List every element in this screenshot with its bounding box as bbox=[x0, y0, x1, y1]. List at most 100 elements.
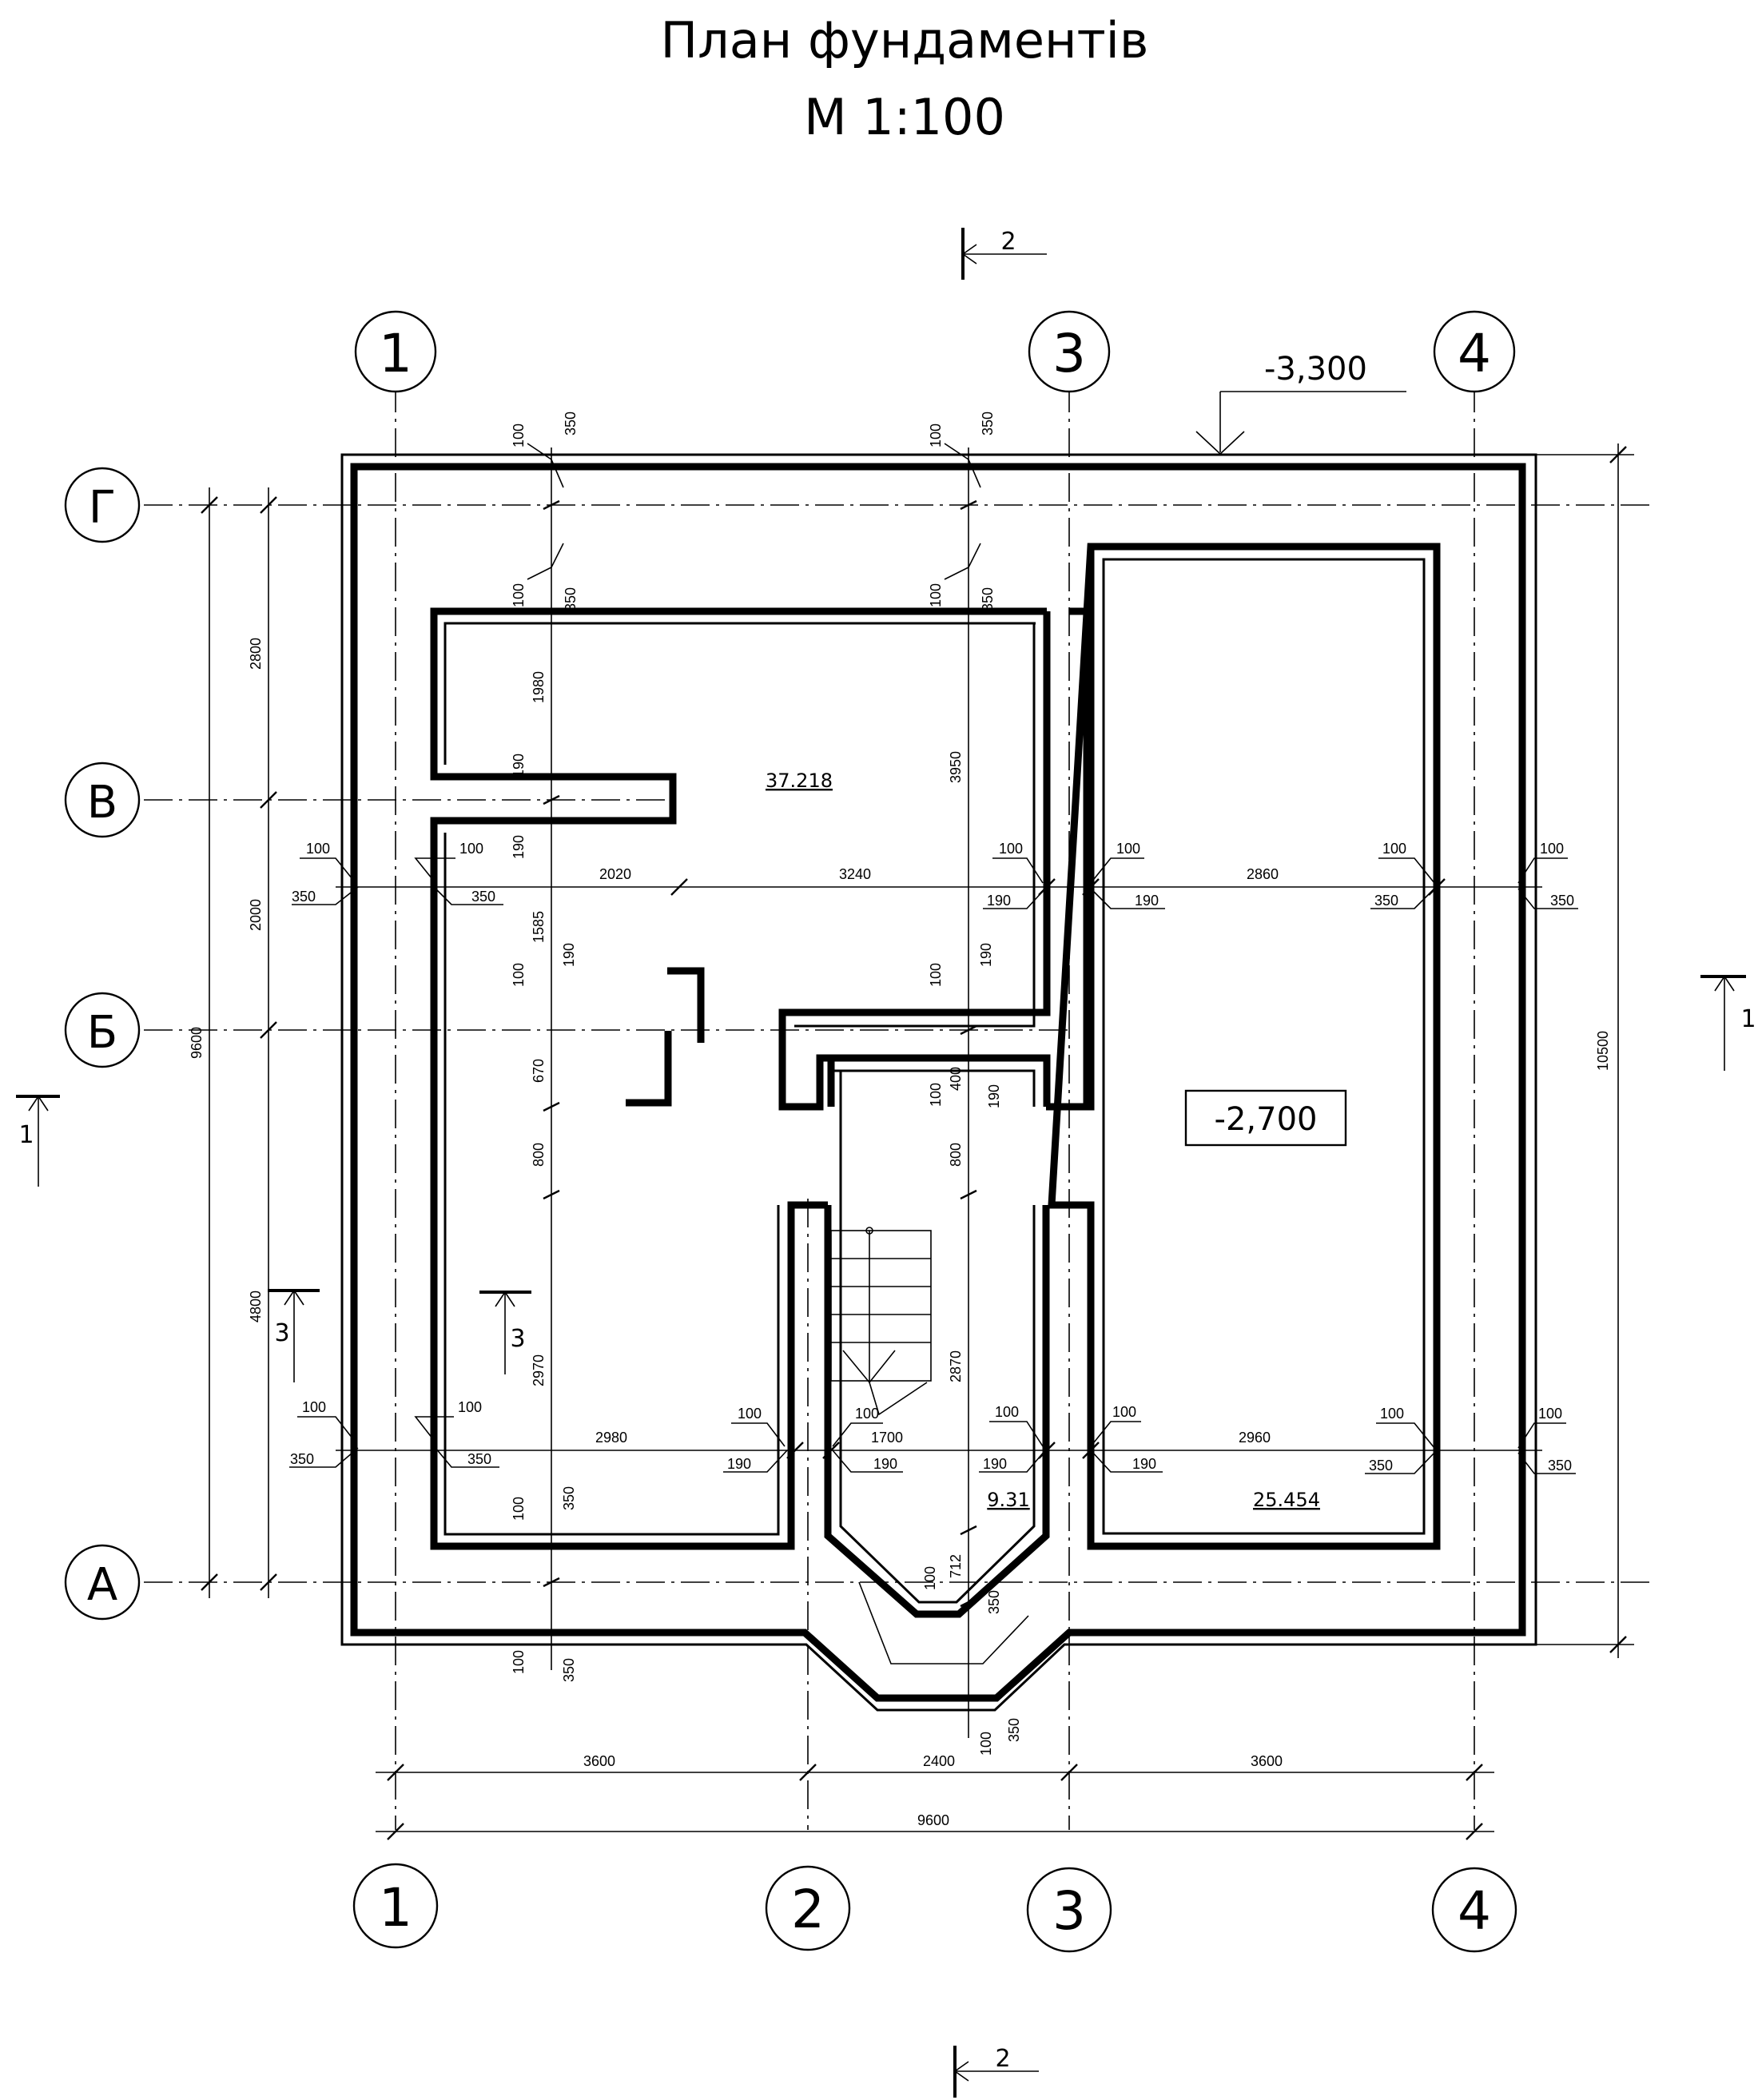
svg-text:350: 350 bbox=[471, 889, 495, 905]
section-corner-mark-top bbox=[667, 967, 705, 1043]
dim-vertical-left-interior: 1980 1585 670 800 2970 bbox=[531, 447, 560, 1670]
svg-text:10500: 10500 bbox=[1595, 1031, 1611, 1071]
svg-text:Г: Г bbox=[89, 482, 116, 534]
wall-thickness-callouts: 100 350 100 350 100 350 100 350 190 190 … bbox=[289, 412, 1578, 1756]
svg-text:2: 2 bbox=[995, 2045, 1010, 2073]
svg-text:350: 350 bbox=[980, 587, 996, 611]
svg-text:2: 2 bbox=[791, 1879, 825, 1940]
svg-text:190: 190 bbox=[986, 1084, 1002, 1108]
svg-text:В: В bbox=[87, 777, 117, 829]
level-mark-top-text: -3,300 bbox=[1264, 351, 1367, 388]
svg-text:3: 3 bbox=[1052, 323, 1086, 384]
svg-text:4: 4 bbox=[1458, 1880, 1491, 1942]
svg-text:350: 350 bbox=[467, 1451, 491, 1467]
svg-text:2960: 2960 bbox=[1239, 1430, 1271, 1446]
svg-text:800: 800 bbox=[531, 1143, 547, 1167]
svg-text:100: 100 bbox=[1380, 1406, 1404, 1422]
svg-text:100: 100 bbox=[1116, 841, 1140, 857]
svg-text:350: 350 bbox=[561, 1658, 577, 1682]
dim-chain-left: 9600 2800 2000 4800 bbox=[189, 487, 277, 1598]
svg-text:800: 800 bbox=[948, 1143, 964, 1167]
axis-marker-bottom-1: 1 bbox=[352, 1863, 439, 1949]
axis-marker-top-3: 3 bbox=[1028, 310, 1111, 393]
svg-text:3240: 3240 bbox=[839, 866, 871, 882]
svg-text:350: 350 bbox=[986, 1590, 1002, 1614]
axis-marker-g: Г bbox=[64, 467, 141, 543]
svg-text:190: 190 bbox=[511, 835, 527, 859]
svg-text:100: 100 bbox=[458, 1399, 482, 1415]
svg-text:100: 100 bbox=[738, 1406, 762, 1422]
svg-text:3600: 3600 bbox=[1251, 1753, 1283, 1769]
dim-vertical-center-interior: 3950 400 800 2870 712 bbox=[948, 447, 977, 1738]
svg-text:100: 100 bbox=[1538, 1406, 1562, 1422]
svg-text:712: 712 bbox=[948, 1554, 964, 1578]
svg-text:190: 190 bbox=[511, 754, 527, 778]
svg-text:100: 100 bbox=[1112, 1404, 1136, 1420]
svg-text:350: 350 bbox=[563, 587, 579, 611]
outer-foundation-wall bbox=[340, 453, 1537, 1712]
svg-text:350: 350 bbox=[1369, 1458, 1393, 1474]
room-3-walls bbox=[1048, 543, 1441, 1550]
section-mark-2-bottom: 2 bbox=[953, 2045, 1039, 2098]
svg-text:100: 100 bbox=[306, 841, 330, 857]
svg-text:100: 100 bbox=[928, 1083, 944, 1107]
axis-marker-a: А bbox=[64, 1544, 141, 1621]
svg-text:190: 190 bbox=[561, 943, 577, 967]
svg-text:1980: 1980 bbox=[531, 671, 547, 703]
axis-marker-bottom-4: 4 bbox=[1431, 1867, 1517, 1953]
svg-text:190: 190 bbox=[1135, 893, 1159, 909]
level-mark-top: -3,300 bbox=[1195, 351, 1406, 455]
svg-text:350: 350 bbox=[1006, 1718, 1022, 1742]
stair-outline bbox=[830, 1230, 932, 1382]
svg-text:190: 190 bbox=[978, 943, 994, 967]
svg-text:350: 350 bbox=[563, 412, 579, 436]
axis-marker-v: В bbox=[64, 762, 141, 838]
svg-text:100: 100 bbox=[928, 424, 944, 447]
svg-text:А: А bbox=[87, 1559, 117, 1611]
section-corner-mark-bottom bbox=[626, 1099, 672, 1107]
svg-text:100: 100 bbox=[928, 583, 944, 607]
axis-marker-b: Б bbox=[64, 992, 141, 1068]
svg-text:100: 100 bbox=[928, 963, 944, 987]
svg-text:190: 190 bbox=[873, 1456, 897, 1472]
svg-text:2860: 2860 bbox=[1247, 866, 1279, 882]
svg-text:2980: 2980 bbox=[595, 1430, 627, 1446]
svg-text:190: 190 bbox=[987, 893, 1011, 909]
svg-text:1: 1 bbox=[18, 1121, 34, 1149]
section-mark-1-left: 1 bbox=[16, 1095, 60, 1187]
svg-text:100: 100 bbox=[922, 1566, 938, 1590]
svg-text:3: 3 bbox=[510, 1325, 525, 1353]
svg-text:1: 1 bbox=[379, 323, 412, 384]
svg-text:190: 190 bbox=[1132, 1456, 1156, 1472]
dim-chain-bottom: 3600 2400 3600 9600 bbox=[376, 1753, 1494, 1840]
svg-text:100: 100 bbox=[995, 1404, 1019, 1420]
svg-text:100: 100 bbox=[978, 1732, 994, 1756]
svg-text:100: 100 bbox=[511, 963, 527, 987]
svg-text:2870: 2870 bbox=[948, 1350, 964, 1382]
svg-text:4800: 4800 bbox=[248, 1291, 264, 1322]
area-room-2: 9.31 bbox=[987, 1489, 1029, 1511]
svg-text:2: 2 bbox=[1000, 228, 1016, 256]
svg-text:2970: 2970 bbox=[531, 1354, 547, 1386]
svg-text:190: 190 bbox=[727, 1456, 751, 1472]
svg-text:1585: 1585 bbox=[531, 911, 547, 943]
svg-text:1700: 1700 bbox=[871, 1430, 903, 1446]
drawing-title: План фундаментів bbox=[661, 11, 1149, 70]
svg-text:4: 4 bbox=[1458, 323, 1491, 384]
svg-text:100: 100 bbox=[511, 424, 527, 447]
svg-text:Б: Б bbox=[87, 1007, 117, 1059]
area-room-1: 37.218 bbox=[766, 770, 833, 792]
svg-text:2400: 2400 bbox=[923, 1753, 955, 1769]
axis-marker-bottom-2: 2 bbox=[765, 1865, 851, 1951]
level-mark-floor: -2,700 bbox=[1184, 1089, 1347, 1147]
axis-marker-bottom-3: 3 bbox=[1026, 1867, 1112, 1953]
svg-text:100: 100 bbox=[511, 1650, 527, 1674]
svg-text:350: 350 bbox=[1374, 893, 1398, 909]
section-mark-2-top: 2 bbox=[961, 228, 1047, 280]
svg-text:350: 350 bbox=[980, 412, 996, 436]
svg-text:350: 350 bbox=[561, 1486, 577, 1510]
svg-text:9600: 9600 bbox=[189, 1027, 205, 1059]
svg-text:100: 100 bbox=[999, 841, 1023, 857]
dim-row-lower: 2980 1700 2960 bbox=[336, 1430, 1542, 1459]
